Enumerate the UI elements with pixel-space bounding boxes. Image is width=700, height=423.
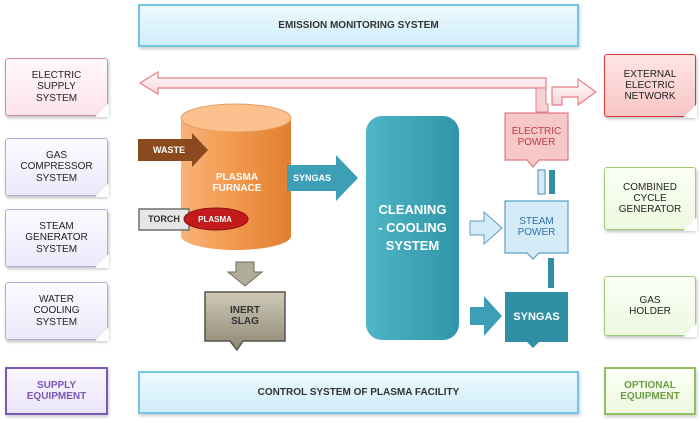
cleaning-cooling-label: CLEANING - COOLING SYSTEM bbox=[378, 201, 447, 254]
combined-cycle-generator-box: COMBINED CYCLE GENERATOR bbox=[604, 167, 697, 231]
external-electric-network-box: EXTERNAL ELECTRIC NETWORK bbox=[604, 54, 697, 118]
waste-label: WASTE bbox=[152, 144, 185, 155]
water-cooling-system-box: WATER COOLING SYSTEM bbox=[5, 282, 109, 341]
emission-monitoring-bar: EMISSION MONITORING SYSTEM bbox=[138, 4, 579, 47]
syngas-arrow-label: SYNGAS bbox=[292, 172, 331, 183]
gas-compressor-system-label: GAS COMPRESSOR SYSTEM bbox=[20, 150, 93, 184]
slag-down-arrow bbox=[226, 261, 264, 287]
gas-holder-label: GAS HOLDER bbox=[629, 294, 671, 317]
control-system-bar: CONTROL SYSTEM OF PLASMA FACILITY bbox=[138, 371, 579, 414]
syngas-out-arrow bbox=[470, 296, 502, 336]
power-connector-right bbox=[549, 170, 555, 194]
supply-equipment-legend: SUPPLY EQUIPMENT bbox=[5, 367, 108, 415]
inert-slag-label: INERT SLAG bbox=[230, 304, 260, 328]
emission-monitoring-label: EMISSION MONITORING SYSTEM bbox=[278, 19, 439, 31]
optional-equipment-legend: OPTIONAL EQUIPMENT bbox=[604, 367, 696, 415]
steam-generator-system-label: STEAM GENERATOR SYSTEM bbox=[25, 221, 88, 255]
plasma-label: PLASMA bbox=[198, 214, 232, 224]
supply-equipment-label: SUPPLY EQUIPMENT bbox=[26, 379, 87, 402]
electric-supply-system-box: ELECTRIC SUPPLY SYSTEM bbox=[5, 58, 109, 117]
gas-holder-box: GAS HOLDER bbox=[604, 276, 697, 337]
electric-supply-system-label: ELECTRIC SUPPLY SYSTEM bbox=[31, 70, 82, 104]
electric-return-arrow bbox=[138, 70, 547, 96]
plasma-furnace-label: PLASMA FURNACE bbox=[212, 171, 262, 195]
steam-power-arrow bbox=[469, 210, 503, 246]
water-cooling-system-label: WATER COOLING SYSTEM bbox=[33, 294, 80, 328]
plasma-furnace-top bbox=[180, 103, 292, 133]
control-system-label: CONTROL SYSTEM OF PLASMA FACILITY bbox=[257, 386, 460, 398]
power-connector-left bbox=[537, 169, 546, 195]
steam-syngas-connector bbox=[548, 258, 554, 288]
steam-generator-system-box: STEAM GENERATOR SYSTEM bbox=[5, 209, 109, 268]
optional-equipment-label: OPTIONAL EQUIPMENT bbox=[620, 379, 680, 402]
torch-label: TORCH bbox=[148, 214, 180, 225]
electric-power-label: ELECTRIC POWER bbox=[511, 125, 562, 149]
external-network-arrow bbox=[551, 77, 598, 107]
gas-compressor-system-box: GAS COMPRESSOR SYSTEM bbox=[5, 138, 109, 197]
electric-export-arrow bbox=[535, 87, 549, 113]
external-electric-network-label: EXTERNAL ELECTRIC NETWORK bbox=[623, 68, 677, 103]
steam-power-label: STEAM POWER bbox=[517, 215, 556, 239]
combined-cycle-generator-label: COMBINED CYCLE GENERATOR bbox=[618, 181, 682, 216]
syngas-output-label: SYNGAS bbox=[513, 310, 560, 323]
